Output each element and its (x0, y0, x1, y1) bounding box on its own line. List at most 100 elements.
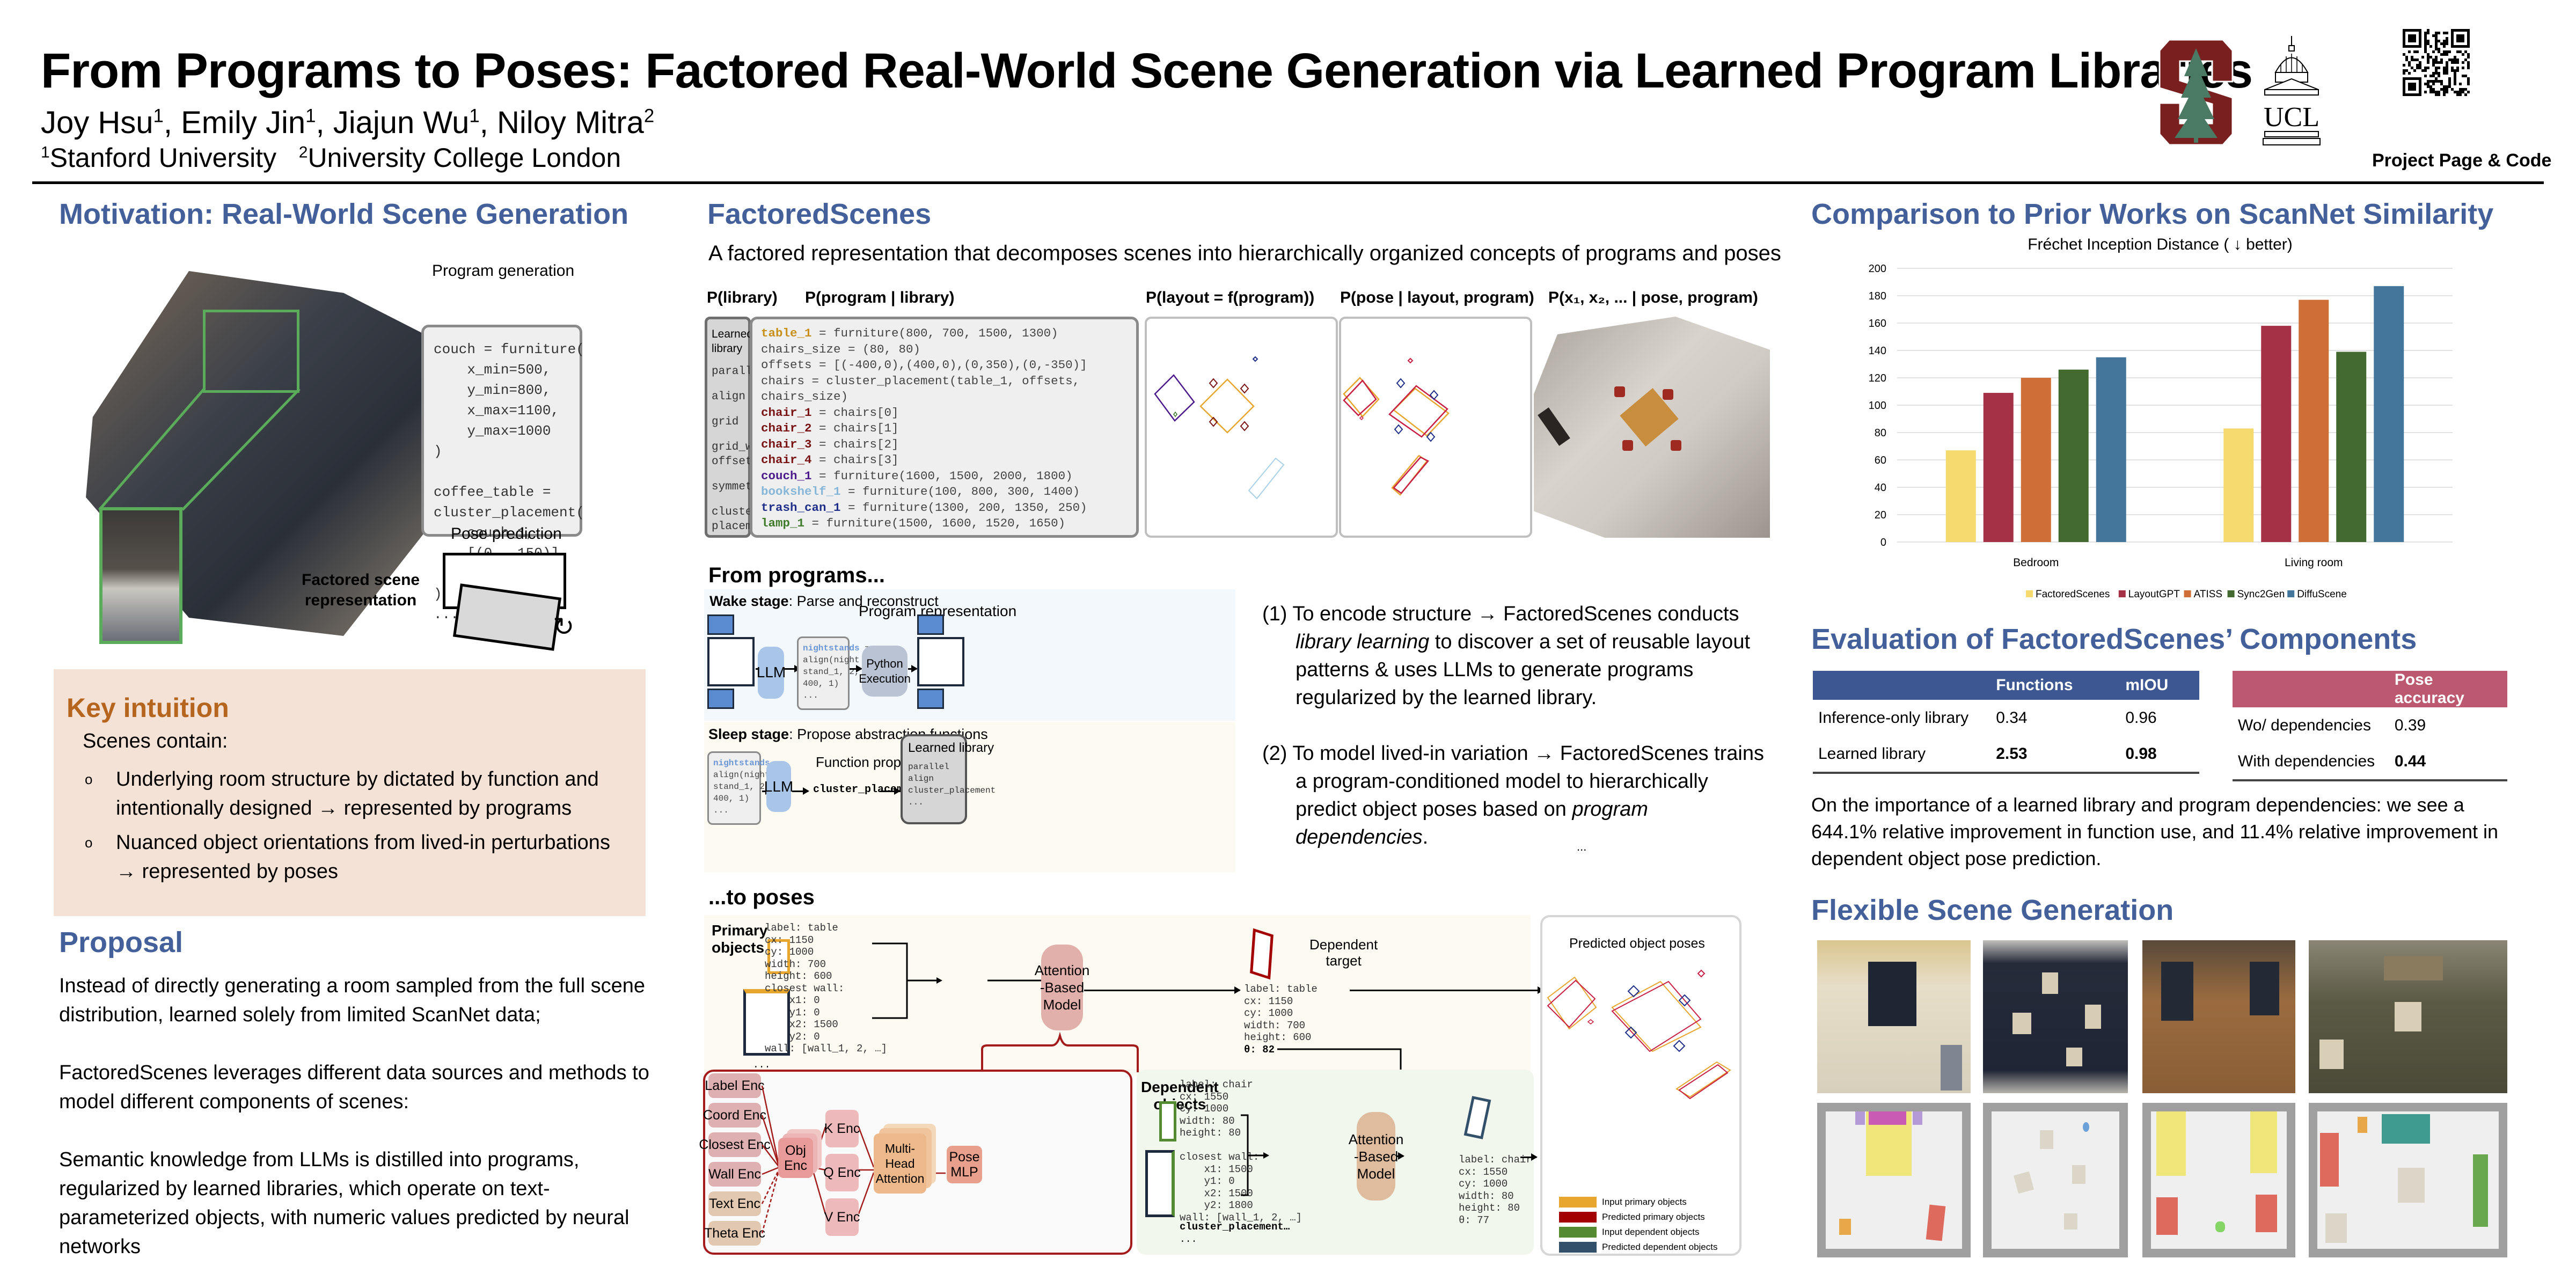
arrow-icon (1520, 1153, 1538, 1161)
table-row: Wo/ dependencies 0.39 (2233, 707, 2507, 744)
library-header: Learned library (712, 328, 753, 355)
sleep-stage-bold: Sleep stage (708, 726, 789, 742)
program-line: chairs_size) (761, 390, 1128, 403)
table-object (2319, 1040, 2344, 1069)
wake-stage-label: Wake stage: Parse and reconstruct (709, 593, 939, 610)
legend-label: Predicted primary objects (1602, 1212, 1705, 1222)
bed-object (2156, 1111, 2186, 1176)
author-list: Joy Hsu1, Emily Jin1, Jiajun Wu1, Niloy … (41, 105, 655, 140)
header-divider (32, 181, 2544, 184)
step-emphasis: library learning (1296, 631, 1430, 653)
author: Niloy Mitra (496, 105, 644, 140)
bullet-text: Underlying room structure by dictated by… (116, 768, 599, 819)
zoom-connector (98, 388, 301, 511)
pose-panel (1339, 317, 1532, 538)
learned-library-label: Learned library (908, 741, 994, 755)
program-expression: = furniture(800, 700, 1500, 1300) (811, 326, 1058, 340)
program-line: chair_3 = chairs[2] (761, 438, 1128, 451)
predicted-poses-title: Predicted object poses (1569, 936, 1705, 951)
library-item: grid_with_ offset (712, 441, 780, 468)
affiliation-list: 1Stanford University 2University College… (41, 142, 621, 173)
legend-label: LayoutGPT (2128, 589, 2180, 600)
table-cell: Wo/ dependencies (2238, 716, 2371, 734)
bar-diffuscene-living-room (2374, 286, 2404, 542)
legend-swatch (2287, 590, 2295, 597)
motivation-title: Motivation: Real-World Scene Generation (59, 198, 629, 230)
y-tick-label: 200 (1869, 263, 1886, 275)
step-text: To model lived-in variation → FactoredSc… (1292, 742, 1764, 821)
table-cell: 0.44 (2389, 744, 2507, 781)
program-expression: = furniture(1600, 1500, 2000, 1800) (811, 469, 1073, 483)
program-expression: chairs_size) (761, 390, 848, 404)
nightstand-object (1913, 1111, 1922, 1125)
factored-label-line: representation (304, 591, 417, 609)
legend-item: Predicted dependent objects (1559, 1242, 1718, 1253)
program-expression: chairs_size = (80, 80) (761, 342, 921, 356)
affiliation-marker: 1 (41, 143, 50, 162)
ucl-logo: UCL (2263, 36, 2321, 145)
qr-code[interactable] (2402, 28, 2470, 141)
program-variable: bookshelf_1 (761, 485, 841, 499)
program-variable: couch_1 (761, 469, 812, 483)
zoomed-couch-image (99, 507, 182, 644)
factored-scene-label: Factored scene representation (302, 570, 420, 611)
python-execution-box: Python Execution (859, 646, 911, 697)
proposal-paragraph: Semantic knowledge from LLMs is distille… (59, 1148, 630, 1258)
layout-diagram (1154, 356, 1285, 500)
flexible-generation-title: Flexible Scene Generation (1811, 894, 2174, 926)
legend-label: ATISS (2194, 589, 2223, 600)
theta-encoder: Theta Enc (704, 1221, 765, 1246)
affiliation-marker: 2 (643, 105, 655, 127)
primary-object-table (767, 939, 790, 974)
program-snippet-wake: nightstands = align(night stand_1, 2, 40… (797, 636, 870, 710)
y-tick-label: 40 (1875, 482, 1886, 494)
y-tick-label: 140 (1869, 345, 1886, 357)
learned-library-list: Learned library parallel align grid grid… (705, 317, 786, 538)
p-render-label: P(x₁, x₂, ... | pose, program) (1548, 289, 1758, 306)
y-tick-label: 100 (1869, 400, 1886, 412)
key-intuition-intro: Scenes contain: (83, 730, 228, 752)
coord-encoder: Coord Enc (703, 1103, 766, 1128)
couch-object (1538, 407, 1570, 446)
legend-item: Input dependent objects (1559, 1227, 1699, 1238)
bullet-icon: o (85, 835, 93, 851)
desk-object (2256, 1195, 2277, 1232)
legend-swatch (2026, 590, 2033, 597)
project-page-label: Project Page & Code (2372, 150, 2552, 171)
wake-stage-desc: : Parse and reconstruct (788, 593, 939, 609)
chair-object (1839, 1219, 1851, 1235)
bar-sync2gen-living-room (2336, 352, 2367, 542)
factoredscenes-subtitle: A factored representation that decompose… (708, 241, 1781, 265)
legend-item: FactoredScenes (2026, 589, 2110, 600)
legend-label: Predicted dependent objects (1602, 1242, 1718, 1252)
lamp-object (2215, 1221, 2225, 1232)
learned-library-items: parallel align cluster_placement ... (908, 762, 996, 807)
bed-object (2250, 1111, 2277, 1173)
table-object (2398, 1168, 2425, 1203)
key-intuition-title: Key intuition (67, 693, 229, 723)
step-text: To encode structure → FactoredScenes con… (1292, 603, 1739, 625)
dependent-target-label: Dependent target (1309, 936, 1378, 969)
legend-label: Input primary objects (1602, 1197, 1687, 1207)
chair-object (2358, 1117, 2367, 1133)
program-line: chair_4 = chairs[3] (761, 453, 1128, 466)
multi-head-attention: Multi- Head Attention (874, 1133, 926, 1194)
dependent-attributes: label: chair cx: 1550 cy: 1000 width: 80… (1180, 1079, 1302, 1224)
program-line: chairs = cluster_placement(table_1, offs… (761, 375, 1128, 387)
program-expression: = furniture(100, 800, 300, 1400) (840, 485, 1080, 499)
sofa-object (2382, 1114, 2430, 1144)
desk-object (1926, 1204, 1946, 1241)
table-header: Pose accuracy (2389, 671, 2507, 707)
to-poses-title: ...to poses (708, 885, 815, 909)
evaluation-note: On the importance of a learned library a… (1811, 794, 2499, 869)
nightstand-block (917, 614, 944, 635)
table-object (2395, 1002, 2421, 1031)
bar-atiss-bedroom (2021, 378, 2051, 542)
q-encoder: Q Enc (823, 1154, 861, 1191)
chair-object (1622, 440, 1633, 451)
primary-object-room (743, 989, 790, 1056)
library-item: cluster_ placement (712, 506, 773, 533)
step-emphasis: program dependencies (1296, 798, 1648, 848)
dependent-object-room (1145, 1150, 1175, 1217)
dependent-object-chair (1159, 1101, 1176, 1141)
